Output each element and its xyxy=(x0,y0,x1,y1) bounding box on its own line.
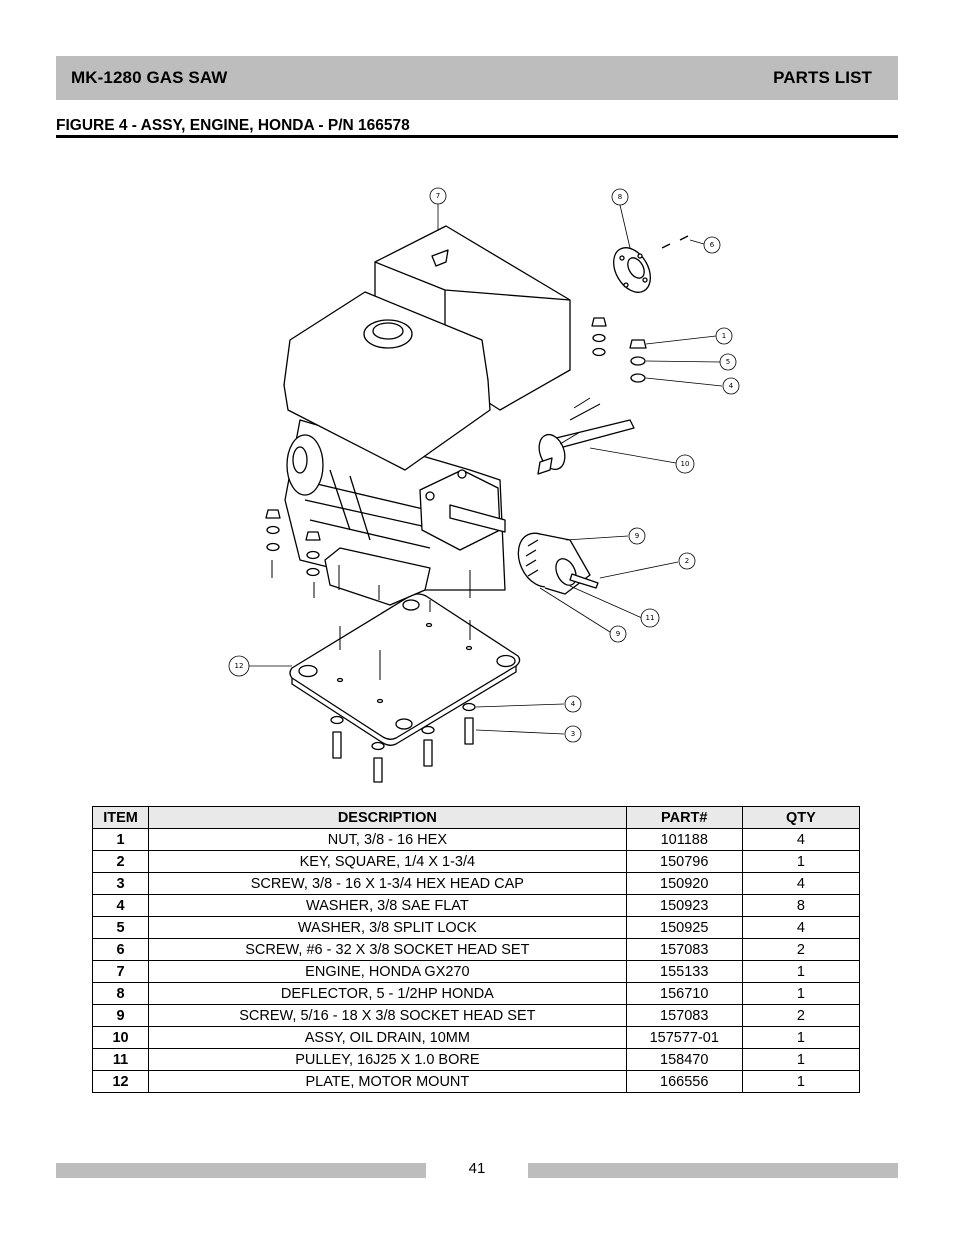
description-cell: WASHER, 3/8 SAE FLAT xyxy=(148,894,627,917)
table-header-row: ITEM DESCRIPTION PART# QTY xyxy=(91,806,861,829)
callout-label: 9 xyxy=(635,532,639,540)
description-cell: DEFLECTOR, 5 - 1/2HP HONDA xyxy=(148,982,627,1005)
qty-cell: 8 xyxy=(741,894,861,917)
description-cell: KEY, SQUARE, 1/4 X 1-3/4 xyxy=(148,850,627,873)
mounting-bolts-drawing xyxy=(330,702,476,783)
header-left-title: MK-1280 GAS SAW xyxy=(71,68,228,87)
callout-label: 2 xyxy=(685,557,689,565)
footer-bar-left xyxy=(56,1163,426,1178)
item-cell: 8 xyxy=(91,982,150,1005)
qty-cell: 4 xyxy=(741,872,861,895)
qty-cell: 1 xyxy=(741,960,861,983)
qty-cell: 2 xyxy=(741,938,861,961)
callout-label: 5 xyxy=(726,358,730,366)
column-header-part-number: PART# xyxy=(625,806,743,829)
oil-drain-drawing xyxy=(537,419,635,475)
description-cell: NUT, 3/8 - 16 HEX xyxy=(148,828,627,851)
description-cell: SCREW, #6 - 32 X 3/8 SOCKET HEAD SET xyxy=(148,938,627,961)
callout-label: 4 xyxy=(729,382,734,390)
deflector-drawing xyxy=(613,247,651,293)
callout-label: 3 xyxy=(571,730,575,738)
qty-cell: 1 xyxy=(741,1070,861,1093)
engine-exploded-diagram: 7 8 6 1 5 4 10 9 2 11 9 12 4 3 xyxy=(228,187,740,783)
column-header-item: ITEM xyxy=(91,806,150,829)
description-cell: PULLEY, 16J25 X 1.0 BORE xyxy=(148,1048,627,1071)
callout-label: 11 xyxy=(646,614,655,622)
header-right-title: PARTS LIST xyxy=(773,68,872,87)
callout-label: 10 xyxy=(681,460,690,468)
item-cell: 10 xyxy=(91,1026,150,1049)
part-number-cell: 157083 xyxy=(625,938,743,961)
description-cell: WASHER, 3/8 SPLIT LOCK xyxy=(148,916,627,939)
item-cell: 11 xyxy=(91,1048,150,1071)
qty-cell: 4 xyxy=(741,828,861,851)
pulley-drawing xyxy=(517,532,599,595)
qty-cell: 1 xyxy=(741,850,861,873)
item-cell: 12 xyxy=(91,1070,150,1093)
column-header-description: DESCRIPTION xyxy=(148,806,627,829)
item-cell: 1 xyxy=(91,828,150,851)
right-hardware-stack-drawing xyxy=(591,317,647,383)
part-number-cell: 155133 xyxy=(625,960,743,983)
callout-label: 8 xyxy=(618,193,622,201)
column-header-qty: QTY xyxy=(741,806,861,829)
item-cell: 7 xyxy=(91,960,150,983)
item-cell: 5 xyxy=(91,916,150,939)
description-cell: ENGINE, HONDA GX270 xyxy=(148,960,627,983)
part-number-cell: 150920 xyxy=(625,872,743,895)
part-number-cell: 158470 xyxy=(625,1048,743,1071)
qty-cell: 1 xyxy=(741,982,861,1005)
item-cell: 3 xyxy=(91,872,150,895)
part-number-cell: 157083 xyxy=(625,1004,743,1027)
item-cell: 2 xyxy=(91,850,150,873)
page-header: MK-1280 GAS SAW PARTS LIST xyxy=(56,56,898,100)
left-hardware-stack-drawing xyxy=(265,509,321,577)
callout-label: 12 xyxy=(235,662,244,670)
qty-cell: 4 xyxy=(741,916,861,939)
callout-label: 4 xyxy=(571,700,576,708)
part-number-cell: 150796 xyxy=(625,850,743,873)
figure-title-rule xyxy=(56,135,898,138)
qty-cell: 1 xyxy=(741,1048,861,1071)
part-number-cell: 156710 xyxy=(625,982,743,1005)
part-number-cell: 166556 xyxy=(625,1070,743,1093)
description-cell: ASSY, OIL DRAIN, 10MM xyxy=(148,1026,627,1049)
figure-title: FIGURE 4 - ASSY, ENGINE, HONDA - P/N 166… xyxy=(56,117,410,134)
item-cell: 9 xyxy=(91,1004,150,1027)
callout-label: 6 xyxy=(710,241,715,249)
description-cell: SCREW, 3/8 - 16 X 1-3/4 HEX HEAD CAP xyxy=(148,872,627,895)
callout-label: 9 xyxy=(616,630,620,638)
item-cell: 4 xyxy=(91,894,150,917)
qty-cell: 2 xyxy=(741,1004,861,1027)
part-number-cell: 150923 xyxy=(625,894,743,917)
footer-bar-right xyxy=(528,1163,898,1178)
callout-label: 7 xyxy=(436,192,440,200)
part-number-cell: 157577-01 xyxy=(625,1026,743,1049)
motor-mount-plate-drawing xyxy=(289,593,521,740)
page-number: 41 xyxy=(468,1160,486,1177)
description-cell: SCREW, 5/16 - 18 X 3/8 SOCKET HEAD SET xyxy=(148,1004,627,1027)
callout-label: 1 xyxy=(722,332,726,340)
description-cell: PLATE, MOTOR MOUNT xyxy=(148,1070,627,1093)
part-number-cell: 150925 xyxy=(625,916,743,939)
qty-cell: 1 xyxy=(741,1026,861,1049)
part-number-cell: 101188 xyxy=(625,828,743,851)
item-cell: 6 xyxy=(91,938,150,961)
